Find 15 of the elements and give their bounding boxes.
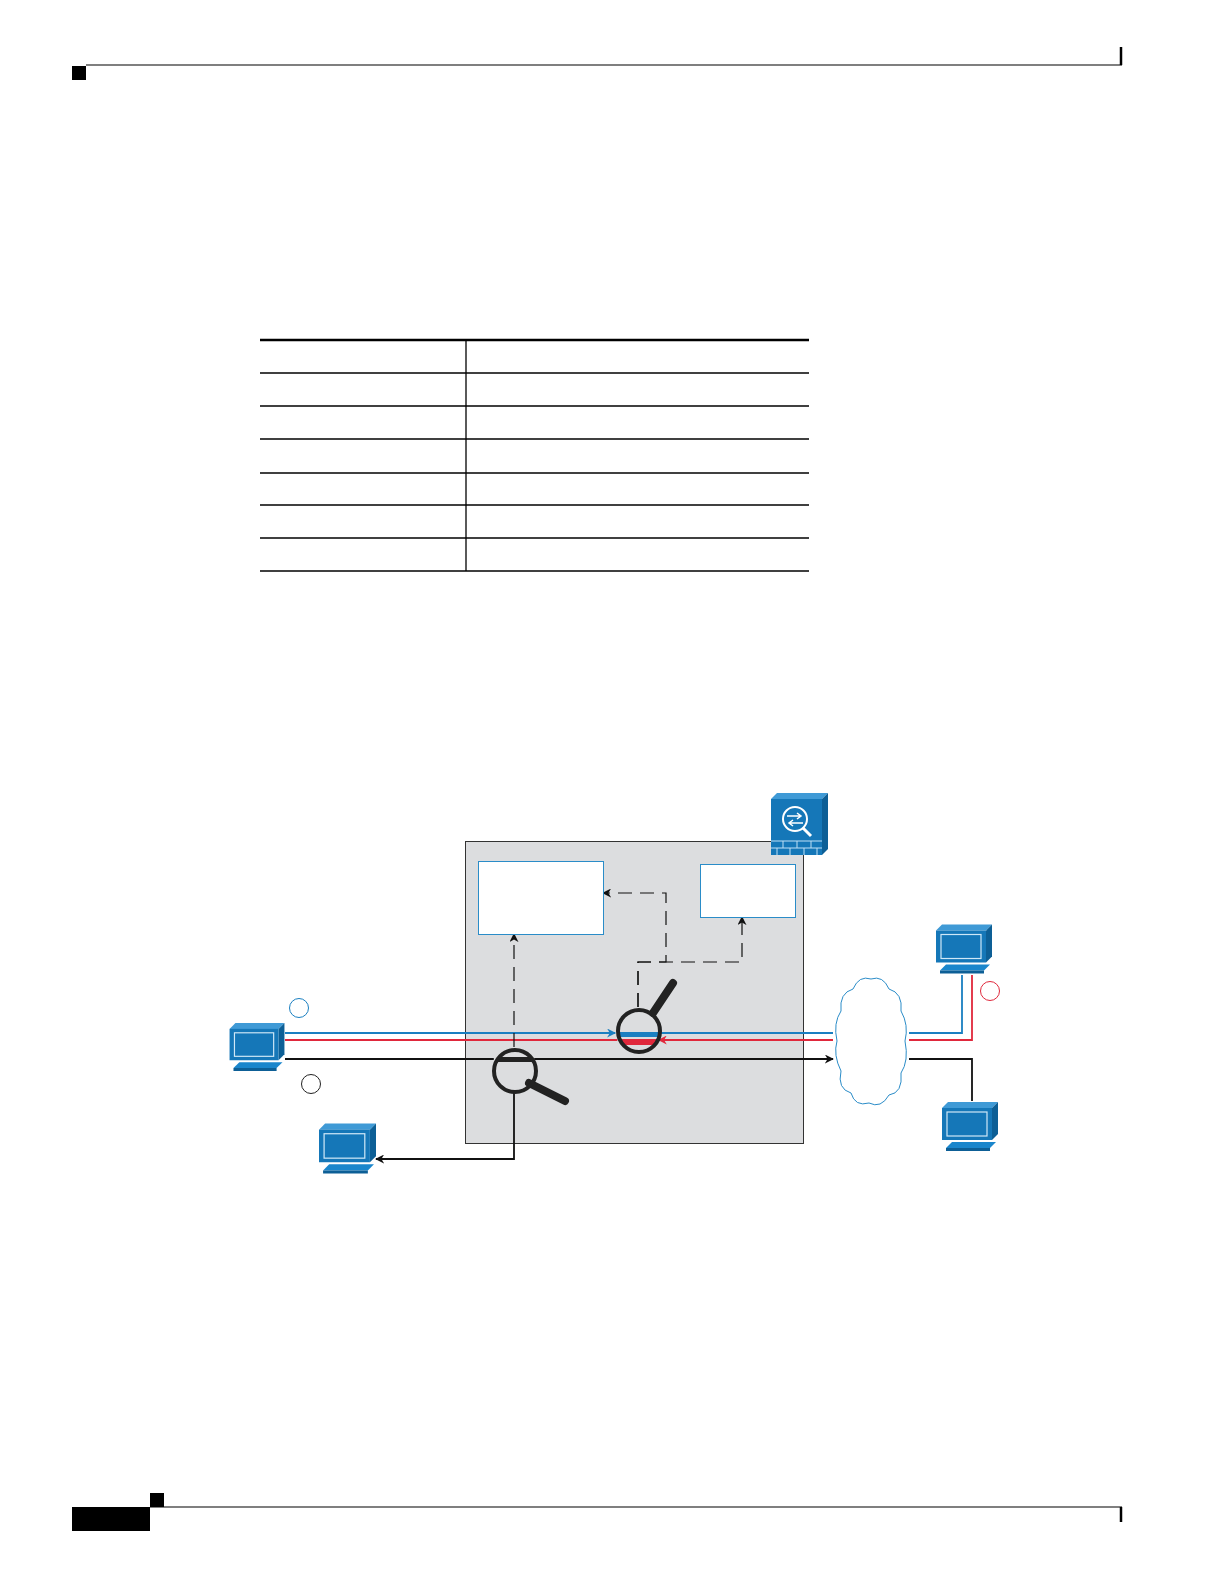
connector-line	[908, 1058, 973, 1102]
connector-line	[659, 1032, 834, 1034]
connector-line	[284, 1028, 617, 1038]
connector-line	[637, 916, 747, 1008]
device-panel	[465, 841, 804, 1144]
connector-line	[657, 1035, 834, 1045]
connector-line	[908, 974, 963, 1034]
connector-line	[284, 1058, 495, 1060]
connector-line	[284, 1039, 619, 1041]
connector-line	[908, 974, 973, 1041]
connector-line	[509, 933, 519, 1048]
module-box	[700, 864, 796, 918]
module-box	[478, 861, 604, 935]
connector-line	[375, 1092, 515, 1164]
connector-line	[533, 1054, 834, 1064]
